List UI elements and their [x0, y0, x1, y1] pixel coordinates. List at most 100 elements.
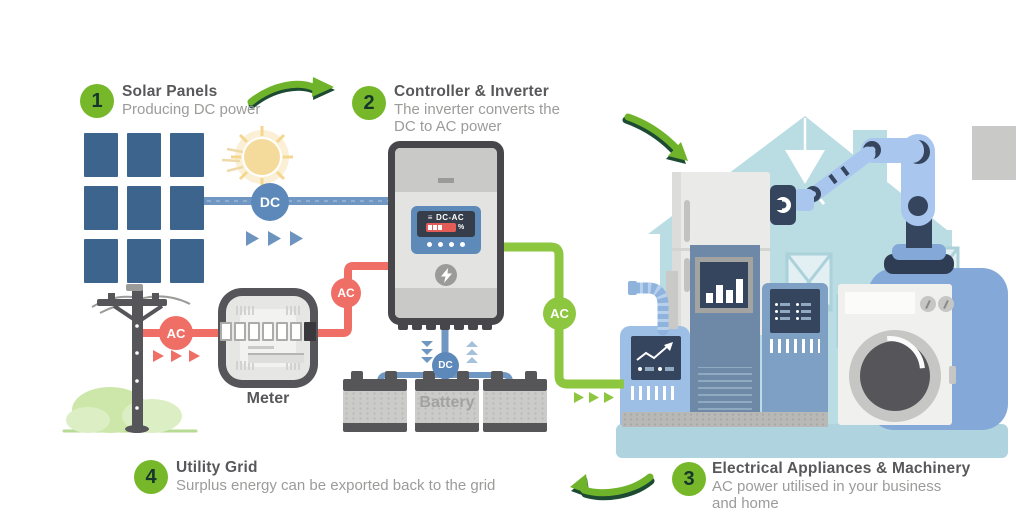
battery-terminal — [423, 371, 435, 380]
solar-cell — [84, 133, 118, 177]
dc-badge-battery: DC — [432, 352, 459, 379]
dc-flow-arrows — [246, 231, 303, 246]
solar-cell — [170, 186, 204, 230]
step-4-description: Surplus energy can be exported back to t… — [176, 477, 496, 494]
battery-charge-arrows-down — [421, 341, 433, 363]
arrow-step1-to-step2 — [247, 77, 335, 109]
inverter-control-panel: ≡DC-AC % — [411, 206, 481, 254]
dc-badge-solar: DC — [251, 183, 289, 221]
battery-terminal — [457, 371, 469, 380]
percent-label: % — [458, 224, 465, 231]
step-2-text: Controller & Inverter The inverter conve… — [394, 83, 624, 136]
inverter-vent-slot — [438, 178, 454, 183]
arrow-step2-to-step3 — [622, 113, 688, 164]
solar-mount — [126, 284, 143, 291]
inverter-bottom-band — [395, 288, 497, 318]
machine-generator — [620, 326, 690, 425]
step-3-text: Electrical Appliances & Machinery AC pow… — [712, 460, 1012, 513]
robot-forearm — [804, 146, 876, 204]
washing-machine — [838, 284, 956, 425]
washer-knob — [938, 296, 954, 312]
battery-label: Battery — [419, 394, 475, 411]
vent-grille — [631, 386, 679, 400]
bar-chart-panel — [695, 257, 753, 313]
step-2-number-badge: 2 — [352, 86, 386, 120]
solar-cell — [170, 133, 204, 177]
ac-badge-appliances: AC — [543, 297, 576, 330]
machine-hose — [628, 271, 678, 336]
fridge-handle — [684, 200, 690, 242]
battery-terminal — [351, 371, 363, 380]
step-1-text: Solar Panels Producing DC power — [122, 83, 342, 119]
bar-chart-icon — [700, 262, 748, 308]
fridge-handle — [684, 258, 690, 292]
meter-label: Meter — [246, 390, 290, 407]
battery-discharge-arrows-up — [466, 341, 478, 363]
step-4-number-badge: 4 — [134, 460, 168, 494]
battery-terminal — [491, 371, 503, 380]
battery-level-icon: % — [426, 223, 466, 232]
meter-display — [220, 322, 316, 341]
inverter-screen: ≡DC-AC % — [417, 211, 475, 237]
vent-grille — [698, 367, 752, 417]
washer-door — [840, 321, 941, 422]
step-3-title: Electrical Appliances & Machinery — [712, 460, 971, 477]
line-chart-panel — [631, 336, 681, 380]
step-1-number-badge: 1 — [80, 84, 114, 118]
electricity-meter — [218, 288, 318, 388]
line-chart-icon — [636, 342, 674, 371]
step-4-text: Utility Grid Surplus energy can be expor… — [176, 459, 596, 495]
solar-cell — [127, 239, 161, 283]
inverter-top-band — [395, 148, 497, 192]
washer-door-glass — [860, 341, 930, 411]
ac-flow-arrows-grid — [153, 350, 200, 362]
solar-cell — [84, 239, 118, 283]
step-3-description: AC power utilised in your business and h… — [712, 478, 942, 512]
solar-cell — [127, 186, 161, 230]
battery-unit — [483, 371, 547, 432]
platform — [616, 424, 1008, 458]
battery-unit — [343, 371, 407, 432]
meter-casing — [220, 296, 316, 380]
indicator-panel — [770, 289, 820, 333]
meter-texture — [236, 361, 256, 370]
sun-icon — [221, 126, 293, 188]
machine-cabinet — [690, 245, 760, 425]
solar-cell — [170, 239, 204, 283]
utility-pole — [91, 289, 191, 433]
solar-panel-array — [84, 133, 204, 283]
step-2-title: Controller & Inverter — [394, 83, 549, 100]
battery-terminal — [525, 371, 537, 380]
machine-base — [622, 412, 828, 427]
meter-detail-bar — [248, 353, 304, 363]
panel-buttons — [411, 242, 481, 247]
solar-cell — [127, 133, 161, 177]
ac-badge-grid: AC — [159, 316, 193, 350]
vent-grille — [770, 339, 820, 353]
arrow-step3-to-step4 — [570, 473, 655, 501]
machine-control-unit — [762, 283, 828, 423]
solar-cell — [84, 186, 118, 230]
meter-texture — [286, 361, 300, 370]
meter-detail-line — [248, 346, 274, 349]
meter-texture — [286, 306, 300, 315]
washer-door-handle — [949, 366, 956, 384]
step-4-title: Utility Grid — [176, 459, 258, 476]
battery-unit — [415, 371, 479, 432]
step-2-description: The inverter converts the DC to AC power — [394, 101, 560, 135]
detergent-drawer — [845, 292, 915, 314]
step-1-title: Solar Panels — [122, 83, 218, 100]
lightning-logo-icon — [435, 264, 457, 286]
washer-knob — [920, 296, 936, 312]
gray-box — [972, 126, 1016, 180]
step-1-description: Producing DC power — [122, 101, 261, 118]
bush — [66, 387, 182, 433]
battery-terminal — [385, 371, 397, 380]
ac-badge-meter: AC — [331, 278, 361, 308]
inverter-display-text: DC-AC — [435, 213, 465, 222]
meter-texture — [236, 306, 256, 315]
ac-flow-arrows-load — [574, 392, 614, 403]
fridge-edge — [672, 172, 681, 335]
